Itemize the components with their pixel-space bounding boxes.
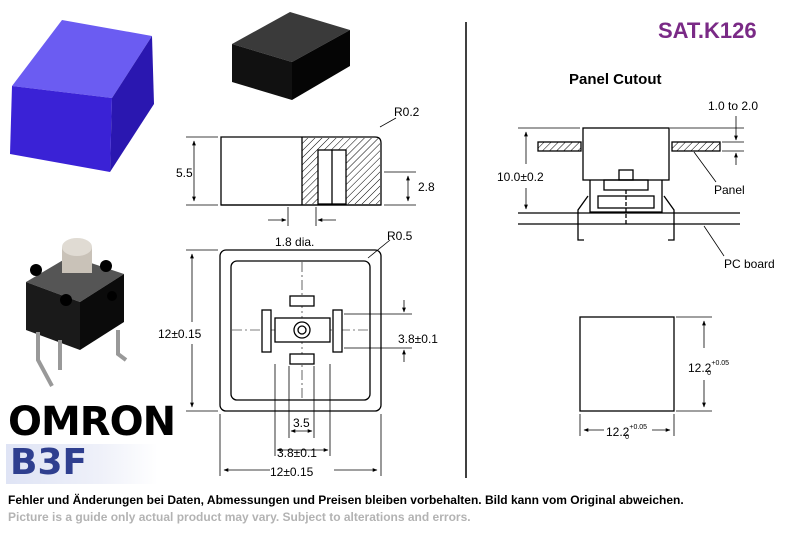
- manufacturer-logo: OMRON: [8, 399, 176, 445]
- cutout-height-tol-top: +0.05: [711, 360, 729, 367]
- cutout-square-drawing: [579, 316, 712, 436]
- black-cap-photo: [232, 12, 350, 100]
- inner-width-bottom-dimension: 3.8±0.1: [277, 446, 317, 460]
- top-radius-label: R0.2: [394, 105, 420, 119]
- disclaimer-english: Picture is a guide only actual product m…: [8, 510, 471, 524]
- stem-diameter-dimension: 1.8 dia.: [275, 235, 314, 249]
- cutout-height-base: 12.2: [688, 361, 712, 375]
- inner-height-dimension: 2.8: [418, 180, 435, 194]
- cutout-width-base: 12.2: [606, 425, 630, 439]
- model-banner: [6, 444, 158, 484]
- height-dimension: 5.5: [176, 166, 193, 180]
- plan-radius-label: R0.5: [387, 229, 413, 243]
- pcb-label: PC board: [724, 257, 775, 271]
- catalog-number: SAT.K126: [658, 18, 757, 43]
- model-name: B3F: [10, 442, 88, 483]
- bottom-width-dimension: 12±0.15: [270, 465, 314, 479]
- slot-dimension: 3.5: [293, 416, 310, 430]
- panel-mount-drawing: [518, 116, 744, 257]
- cutout-width-tol-top: +0.05: [629, 424, 647, 431]
- inner-width-dimension: 3.8±0.1: [398, 332, 438, 346]
- panel-cutout-title: Panel Cutout: [569, 71, 662, 88]
- mount-height-dimension: 10.0±0.2: [497, 170, 544, 184]
- cutout-height-tol-bottom: 0: [707, 370, 711, 377]
- panel-label: Panel: [714, 183, 745, 197]
- panel-thickness-dimension: 1.0 to 2.0: [708, 99, 758, 113]
- cutout-width-tol-bottom: 0: [625, 434, 629, 441]
- plan-view-drawing: [186, 239, 412, 476]
- disclaimer-german: Fehler und Änderungen bei Daten, Abmessu…: [8, 493, 684, 507]
- blue-cap-photo: [10, 20, 154, 172]
- tactile-switch-photo: [26, 238, 128, 387]
- width-dimension: 12±0.15: [158, 327, 202, 341]
- side-view-drawing: [186, 117, 416, 226]
